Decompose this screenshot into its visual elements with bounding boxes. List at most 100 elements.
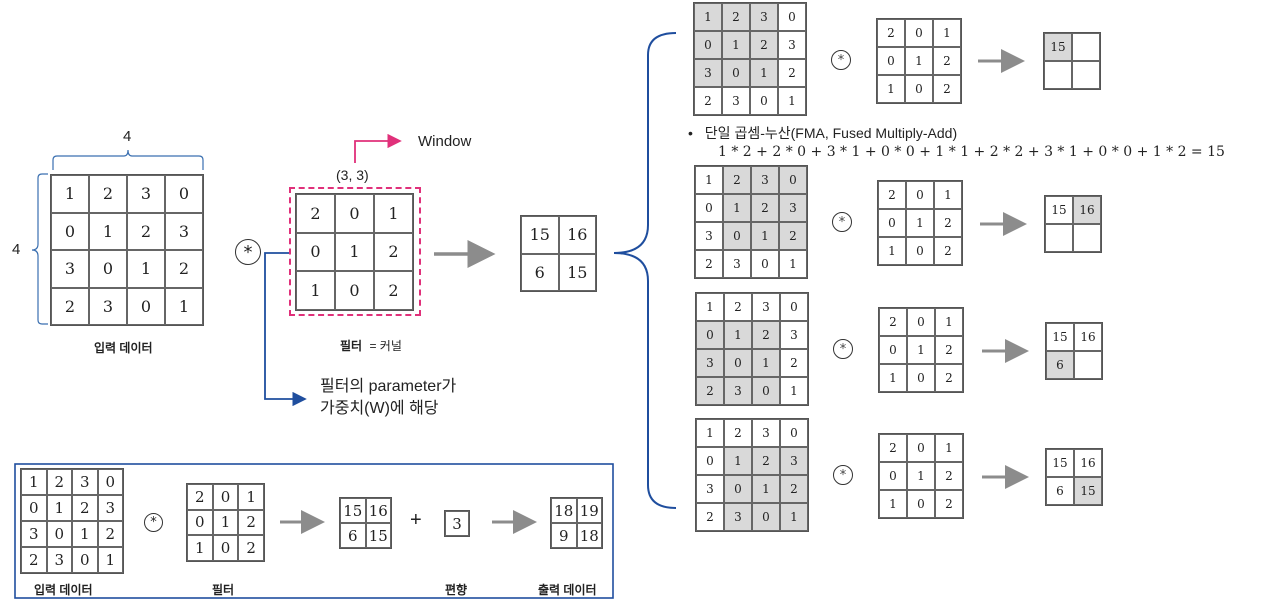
step-filter-cell: 2 [934,237,962,265]
step-input-cell: 2 [695,250,723,278]
fma-title: • 단일 곱셈-누산(FMA, Fused Multiply-Add) [688,123,957,143]
step-output-cell: 15 [1046,323,1074,351]
bias-panel-bias-label: 편향 [445,583,468,597]
step-output-cell: 15 [1044,33,1072,61]
step-input-cell: 2 [750,31,778,59]
bias-panel-conv-symbol: * [150,515,157,530]
bias-panel-input-label: 입력 데이터 [34,583,93,597]
step-input-cell: 0 [780,419,808,447]
filter-label: 필터 = 커널 [340,337,402,354]
step-input-cell: 2 [779,222,807,250]
filter-matrix-cell: 2 [374,232,413,272]
step-filter-cell: 2 [877,19,905,47]
step-filter-cell: 0 [878,209,906,237]
step-output-cell [1044,61,1072,89]
bias-panel-input-cell: 2 [46,469,72,495]
step-filter-cell: 0 [877,47,905,75]
step-output-cell [1073,224,1101,252]
step-filter-cell: 0 [907,434,935,462]
input-matrix-cell: 0 [89,250,127,288]
step-output-cell [1072,33,1100,61]
step-input-cell: 0 [696,321,724,349]
step-filter-cell: 0 [907,364,935,392]
step-filter-cell: 1 [935,434,963,462]
convolution-symbol: * [243,241,253,263]
step-filter-cell: 1 [879,364,907,392]
step-convolution-icon: * [833,465,853,485]
step-filter-cell: 0 [905,75,933,103]
fma-bullet: • [688,125,693,141]
step-filter-cell: 1 [933,19,961,47]
bias-panel-input-cell: 0 [46,521,72,547]
step-output-cell: 15 [1046,449,1074,477]
step-filter-cell: 0 [879,462,907,490]
step-input-cell: 2 [696,503,724,531]
filter-matrix-cell: 1 [335,232,374,272]
step-input-cell: 0 [722,59,750,87]
step-output-cell: 15 [1074,477,1102,505]
input-label: 입력 데이터 [94,341,153,355]
step-output-cell [1072,61,1100,89]
step-input-cell: 3 [778,31,806,59]
step-input-cell: 1 [780,377,808,405]
step-input-cell: 1 [696,293,724,321]
output-matrix-cell: 15 [521,216,559,254]
step-input-cell: 2 [722,3,750,31]
step-filter-cell: 1 [878,237,906,265]
step-input-cell: 1 [778,87,806,115]
input-matrix-cell: 2 [89,175,127,213]
bias-panel-conv-cell: 16 [365,498,391,523]
filter-matrix-cell: 0 [335,194,374,233]
bias-panel-filter-cell: 1 [212,509,239,536]
bias-panel-input-cell: 0 [97,469,123,495]
step-input-cell: 1 [752,475,780,503]
step-output-cell [1074,351,1102,379]
step-output-matrix: 15 [1043,32,1101,90]
step-filter-cell: 0 [879,336,907,364]
bias-panel-input-cell: 0 [21,495,47,521]
fma-title-text: 단일 곱셈-누산(FMA, Fused Multiply-Add) [704,125,958,141]
input-matrix-cell: 2 [51,287,89,325]
step-filter-cell: 0 [905,19,933,47]
input-matrix-cell: 3 [165,212,203,250]
bias-panel-frame [14,463,614,599]
fma-equation: 1 * 2 + 2 * 0 + 3 * 1 + 0 * 0 + 1 * 1 + … [718,144,1225,160]
step-input-cell: 3 [724,377,752,405]
window-frame [289,187,421,316]
step-filter-cell: 0 [907,490,935,518]
step-input-cell: 3 [695,222,723,250]
step-input-cell: 0 [694,31,722,59]
bias-panel-final-cell: 19 [576,498,602,523]
dimension-brace-top [52,149,204,170]
step-input-cell: 0 [778,3,806,31]
step-input-cell: 2 [752,447,780,475]
input-matrix-cell: 1 [127,250,165,288]
step-filter-cell: 1 [879,490,907,518]
step-input-cell: 3 [752,293,780,321]
filter-matrix-cell: 1 [296,271,335,310]
bias-panel-filter-cell: 2 [187,484,213,510]
step-input-cell: 2 [694,87,722,115]
bias-panel-input-cell: 2 [97,521,123,547]
parameter-note-line1: 필터의 parameter가 [320,378,457,395]
step-input-cell: 0 [750,87,778,115]
step-output-cell [1045,224,1073,252]
parameter-connector [264,252,307,407]
filter-matrix-cell: 2 [296,194,335,233]
bias-panel-input-cell: 3 [21,521,47,547]
bias-panel-input-cell: 0 [72,547,98,573]
step-input-cell: 0 [695,194,723,222]
step-input-cell: 1 [695,166,723,194]
convolution-operator-icon: * [235,239,261,265]
step-input-cell: 1 [696,419,724,447]
step-filter-cell: 2 [878,181,906,209]
